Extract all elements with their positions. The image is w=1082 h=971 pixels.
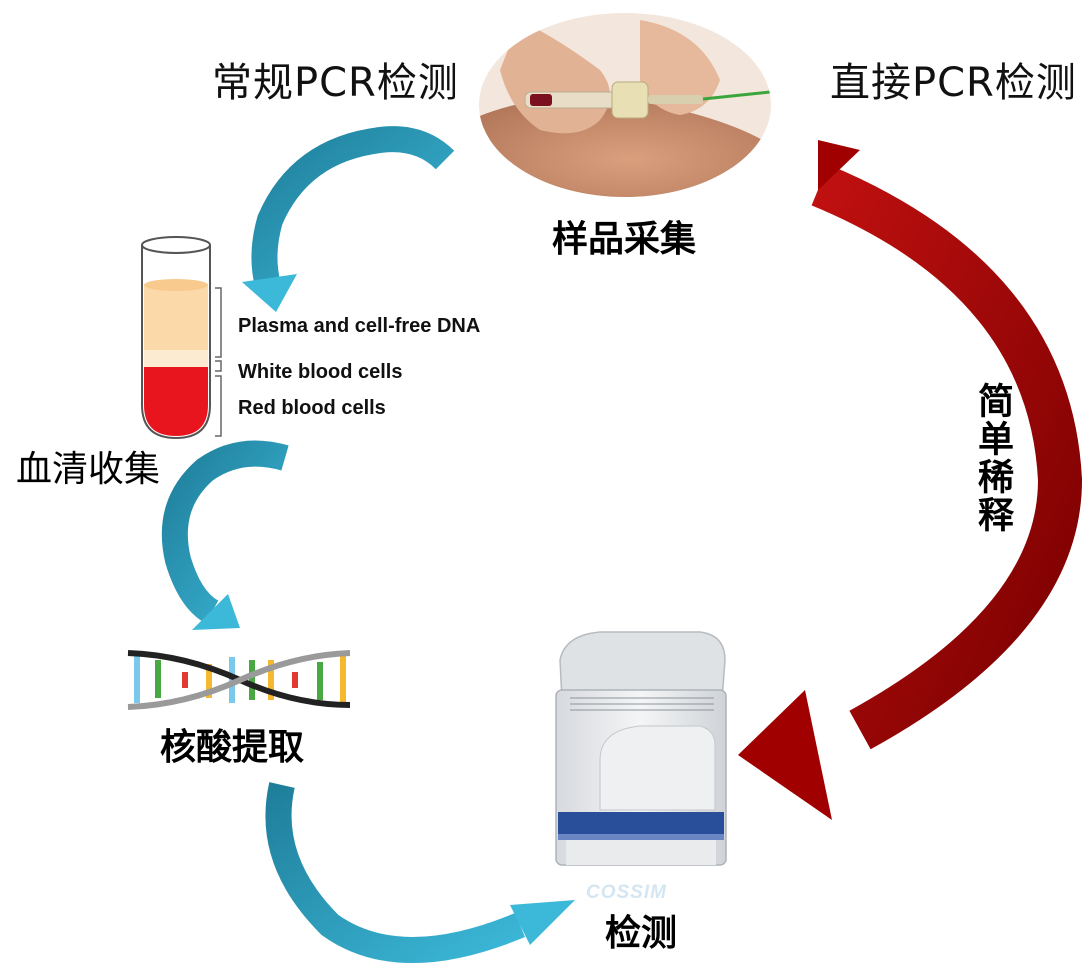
pcr-instrument (555, 631, 727, 866)
arrow-direct-dilution (738, 140, 1082, 820)
arrow-serum-to-extraction (161, 440, 289, 630)
sample-collection-label: 样品采集 (552, 219, 697, 260)
simple-dilution-label: 简单稀释 (972, 382, 1013, 534)
conventional-pcr-title: 常规PCR检测 (212, 60, 459, 106)
red-cells-layer-label: Red blood cells (238, 397, 386, 419)
arrow-extraction-to-detection (265, 782, 575, 963)
plasma-layer-label: Plasma and cell-free DNA (238, 315, 481, 337)
detection-label: 检测 (605, 913, 678, 954)
serum-collection-label: 血清收集 (16, 449, 161, 490)
instrument-logo: COSSIM (586, 882, 667, 903)
direct-pcr-title: 直接PCR检测 (830, 60, 1077, 106)
nucleic-acid-extraction-label: 核酸提取 (160, 727, 305, 768)
white-cells-layer-label: White blood cells (238, 361, 403, 383)
arrow-sample-to-serum (242, 126, 455, 312)
dna-helix-icon (127, 650, 351, 710)
sample-collection-photo (479, 13, 771, 197)
blood-tube (141, 236, 222, 440)
